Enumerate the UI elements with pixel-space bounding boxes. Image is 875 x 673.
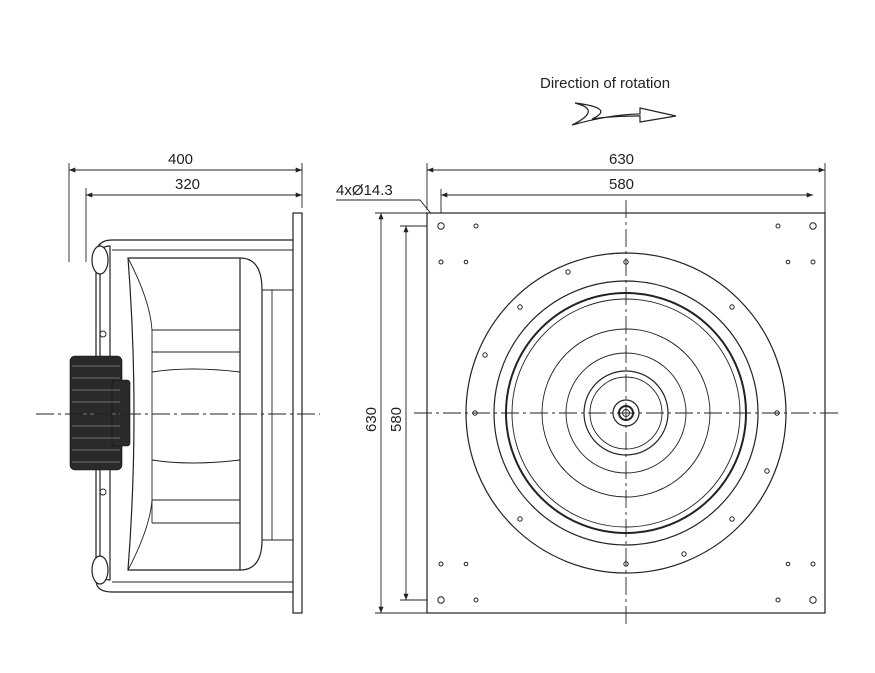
dim-580-vertical-label: 580 bbox=[388, 407, 405, 432]
mounting-hole bbox=[809, 596, 817, 604]
side-flange-plate bbox=[292, 212, 303, 614]
mounting-hole bbox=[809, 222, 817, 230]
mounting-hole bbox=[437, 596, 445, 604]
dim-630-horizontal-label: 630 bbox=[609, 151, 634, 168]
mounting-hole-label: 4xØ14.3 bbox=[336, 182, 393, 199]
rotation-arrow-icon bbox=[571, 102, 677, 126]
rotation-label: Direction of rotation bbox=[540, 75, 670, 92]
side-view: 400 320 bbox=[36, 151, 320, 614]
motor-cooling-fins bbox=[69, 355, 131, 471]
dim-320-label: 320 bbox=[175, 176, 200, 193]
dim-580-horizontal-label: 580 bbox=[609, 176, 634, 193]
front-view: 630 580 630 580 4xØ14.3 bbox=[336, 151, 842, 626]
dim-400-label: 400 bbox=[168, 151, 193, 168]
rotation-indicator: Direction of rotation bbox=[540, 75, 677, 126]
plate-holes bbox=[438, 223, 816, 603]
mounting-hole bbox=[437, 222, 445, 230]
dim-630-vertical-label: 630 bbox=[363, 407, 380, 432]
